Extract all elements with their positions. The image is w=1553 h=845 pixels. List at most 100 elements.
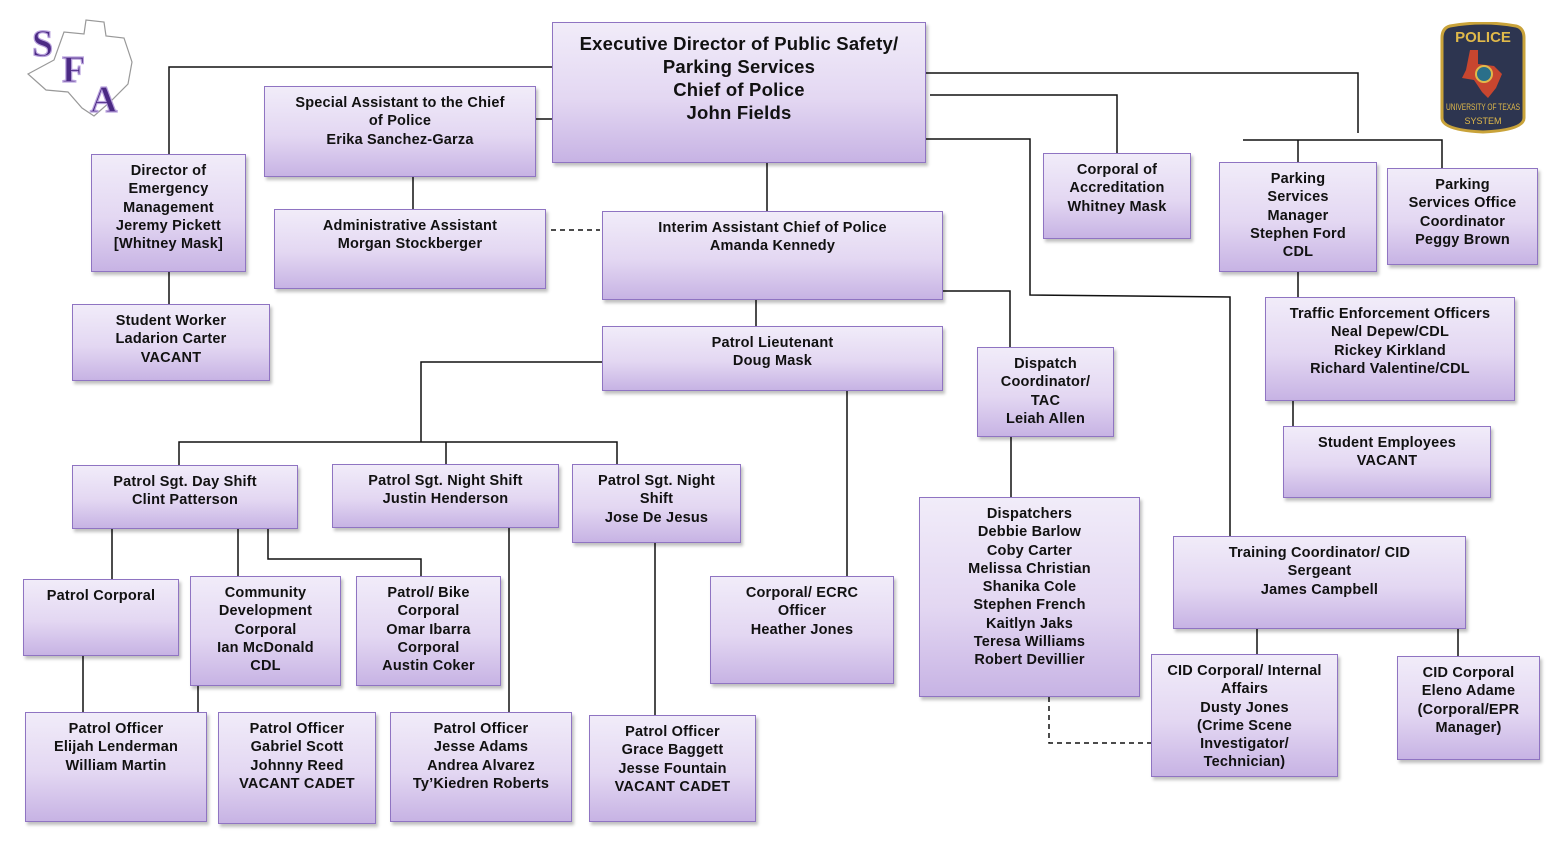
org-box-line: Corporal bbox=[397, 639, 460, 656]
org-box-line: Clint Patterson bbox=[131, 492, 239, 509]
org-box-line: Dusty Jones bbox=[1200, 699, 1289, 716]
org-box-line: Jesse Fountain bbox=[618, 760, 727, 777]
org-box-line: Morgan Stockberger bbox=[337, 236, 483, 253]
org-box-line: Patrol Sgt. Night bbox=[598, 473, 715, 489]
org-box-patrol-corporal: Patrol Corporal bbox=[23, 579, 179, 656]
org-box-line: Emergency bbox=[128, 181, 209, 198]
org-box-line: Parking Services bbox=[662, 56, 816, 77]
org-box-line: Patrol Officer bbox=[625, 724, 720, 740]
svg-text:A: A bbox=[90, 79, 118, 120]
org-box-line: Corporal/ ECRC bbox=[745, 585, 859, 601]
org-box-line: Services Office bbox=[1408, 195, 1517, 212]
org-box-line: Student Worker bbox=[115, 313, 227, 329]
org-box-line: Manager bbox=[1267, 207, 1329, 224]
svg-text:UNIVERSITY OF TEXAS: UNIVERSITY OF TEXAS bbox=[1446, 102, 1520, 112]
org-box-line: Jeremy Pickett bbox=[115, 217, 222, 234]
org-box-line: Services bbox=[1267, 189, 1329, 206]
org-box-line: Whitney Mask bbox=[1067, 198, 1167, 215]
org-box-line: Jesse Adams bbox=[433, 739, 529, 756]
org-box-line: Johnny Reed bbox=[250, 757, 344, 774]
org-box-line: Grace Baggett bbox=[621, 742, 724, 759]
org-box-line: Patrol Sgt. Night Shift bbox=[368, 473, 523, 489]
org-box-line: Coby Carter bbox=[986, 542, 1073, 559]
org-box-line: Accreditation bbox=[1069, 180, 1165, 197]
org-box-line: of Police bbox=[368, 113, 432, 130]
org-box-line: Amanda Kennedy bbox=[709, 238, 836, 255]
org-box-line: CDL bbox=[250, 658, 281, 675]
svg-text:SYSTEM: SYSTEM bbox=[1464, 116, 1501, 126]
svg-text:S: S bbox=[32, 23, 53, 65]
org-box-line: CID Corporal/ Internal bbox=[1167, 663, 1322, 679]
police-badge-logo: POLICE UNIVERSITY OF TEXAS SYSTEM bbox=[1440, 22, 1526, 134]
org-box-line: Stephen Ford bbox=[1250, 225, 1346, 242]
org-box-line: Gabriel Scott bbox=[250, 739, 344, 756]
org-box-line: Community bbox=[224, 585, 307, 601]
org-box-line: Patrol Corporal bbox=[46, 588, 156, 604]
org-box-line: Omar Ibarra bbox=[386, 621, 471, 638]
org-box-line: Ladarion Carter bbox=[115, 331, 227, 348]
org-box-line: John Fields bbox=[686, 102, 792, 123]
org-box-line: Peggy Brown bbox=[1415, 231, 1510, 248]
org-box-line: CID Corporal bbox=[1422, 665, 1515, 681]
org-box-line: Rickey Kirkland bbox=[1334, 342, 1446, 359]
org-box-line: Investigator/ bbox=[1200, 736, 1289, 753]
org-box-line: VACANT CADET bbox=[614, 778, 731, 795]
org-box-line: Patrol Sgt. Day Shift bbox=[113, 474, 257, 490]
org-box-line: Training Coordinator/ CID bbox=[1228, 545, 1411, 561]
org-box-line: VACANT bbox=[140, 349, 202, 366]
org-box-executive: Executive Director of Public Safety/Park… bbox=[552, 22, 926, 163]
org-box-line: Eleno Adame bbox=[1421, 683, 1516, 700]
org-box-line: Student Employees bbox=[1318, 435, 1456, 451]
org-box-line: James Campbell bbox=[1260, 581, 1379, 598]
org-box-line: Administrative Assistant bbox=[322, 218, 498, 234]
org-box-line: Heather Jones bbox=[750, 621, 854, 638]
org-box-line: Kaitlyn Jaks bbox=[985, 615, 1074, 632]
org-box-line: Parking bbox=[1270, 171, 1326, 187]
org-box-line: (Crime Scene bbox=[1196, 717, 1293, 734]
org-box-line: Shanika Cole bbox=[982, 579, 1077, 596]
org-box-line: Corporal of bbox=[1076, 162, 1158, 178]
org-box-line: Doug Mask bbox=[732, 353, 813, 370]
org-box-line: Patrol/ Bike bbox=[387, 585, 470, 601]
org-box-line: Patrol Officer bbox=[433, 721, 529, 737]
org-box-line: Patrol Officer bbox=[68, 721, 164, 737]
org-box-line: Austin Coker bbox=[382, 658, 475, 675]
org-box-line: Development bbox=[218, 603, 313, 620]
org-box-line: Dispatch bbox=[1014, 356, 1077, 372]
org-box-line: Elijah Lenderman bbox=[53, 739, 179, 756]
org-box-line: TAC bbox=[1030, 392, 1061, 409]
org-box-line: Richard Valentine/CDL bbox=[1310, 360, 1470, 377]
svg-text:POLICE: POLICE bbox=[1455, 29, 1511, 46]
org-box-line: Affairs bbox=[1220, 681, 1269, 698]
org-box-line: Corporal bbox=[397, 603, 460, 620]
org-box-line: Corporal bbox=[234, 621, 297, 638]
org-box-line: Director of bbox=[130, 163, 207, 179]
org-box-line: Coordinator bbox=[1419, 213, 1506, 230]
org-box-line: Management bbox=[123, 199, 214, 216]
org-box-line: Sergeant bbox=[1287, 563, 1352, 580]
org-box-line: Andrea Alvarez bbox=[427, 757, 535, 774]
org-box-line: Patrol Officer bbox=[249, 721, 345, 737]
